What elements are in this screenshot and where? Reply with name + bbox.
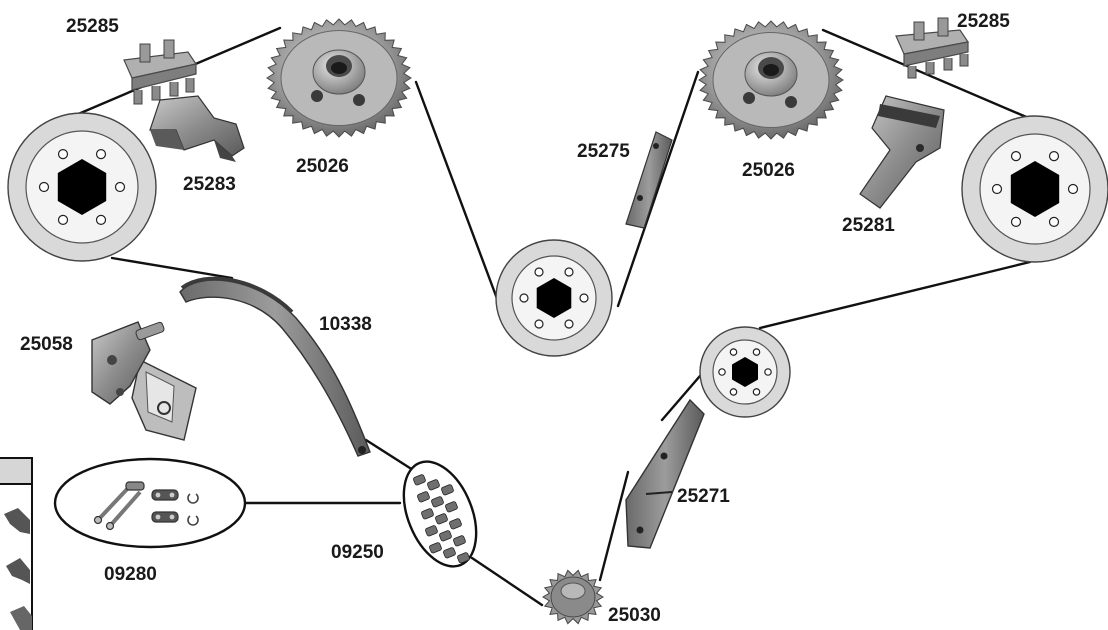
pulley-bolt-hole	[116, 183, 125, 192]
sprocket-hole	[311, 90, 323, 102]
pulley-bolt-hole	[59, 215, 68, 224]
label-chain: 09250	[331, 542, 384, 563]
pulley-bolt-hole	[565, 268, 573, 276]
pulley-bolt-hole	[1069, 185, 1078, 194]
chain-link-kit-detail	[55, 459, 245, 547]
chain-line	[472, 558, 542, 605]
pulley-bolt-hole	[719, 369, 725, 375]
chain-line	[366, 440, 413, 470]
pulley-bolt-hole	[40, 183, 49, 192]
sprocket-bore-inner	[763, 64, 779, 76]
label-crank-sprocket: 25030	[608, 605, 661, 626]
pulley-right	[962, 116, 1108, 262]
label-tensioner-arm-right: 25281	[842, 215, 895, 236]
pulley-bolt-hole	[1050, 217, 1059, 226]
timing-chain-detail	[390, 451, 491, 577]
chain-guide-upper-left	[150, 96, 244, 162]
guide-bracket-top-left	[124, 40, 196, 104]
pulley-bolt-hole	[1050, 152, 1059, 161]
chain-line	[600, 472, 628, 580]
pulley-bolt-hole	[97, 215, 106, 224]
chain-tensioner	[92, 322, 196, 440]
pulley-bolt-hole	[520, 294, 528, 302]
camshaft-sprocket-left	[267, 19, 411, 137]
pulley-bolt-hole	[535, 320, 543, 328]
label-rail-right: 25271	[677, 486, 730, 507]
sprocket-hole	[785, 96, 797, 108]
pulley-left	[8, 113, 156, 261]
chain-line	[760, 262, 1030, 328]
side-reference-panel	[0, 458, 32, 630]
chain-line	[618, 72, 698, 306]
label-guide-center-small: 25275	[577, 141, 630, 162]
pulley-bolt-hole	[535, 268, 543, 276]
pulley-bolt-hole	[97, 150, 106, 159]
pulley-bolt-hole	[753, 389, 759, 395]
label-sprocket-right: 25026	[742, 160, 795, 181]
sprocket-bore-inner	[331, 62, 347, 74]
pulley-bolt-hole	[753, 349, 759, 355]
pulley-bolt-hole	[993, 185, 1002, 194]
sprocket-hole	[353, 94, 365, 106]
pulley-small	[700, 327, 790, 417]
chain-line	[416, 82, 502, 312]
pulley-bolt-hole	[565, 320, 573, 328]
pulley-bolt-hole	[730, 389, 736, 395]
label-tensioner: 25058	[20, 334, 73, 355]
tensioner-arm-right	[860, 96, 944, 208]
label-rail-long-left: 10338	[319, 314, 372, 335]
label-bracket-top-right: 25285	[957, 11, 1010, 32]
label-bracket-top-left: 25285	[66, 16, 119, 37]
label-chain-link-kit: 09280	[104, 564, 157, 585]
pulley-bolt-hole	[1012, 217, 1021, 226]
pulley-bolt-hole	[580, 294, 588, 302]
chain-guide-small	[626, 132, 672, 228]
sprocket-hole	[743, 92, 755, 104]
pulley-bolt-hole	[765, 369, 771, 375]
pulley-center	[496, 240, 612, 356]
crank-sprocket	[543, 570, 603, 623]
chain-line	[112, 258, 232, 278]
chain-rail-long	[180, 279, 370, 456]
camshaft-sprocket-right	[699, 21, 843, 139]
pulley-bolt-hole	[1012, 152, 1021, 161]
pulley-bolt-hole	[59, 150, 68, 159]
chain-rail-right	[626, 400, 704, 548]
pulley-bolt-hole	[730, 349, 736, 355]
label-guide-top-left: 25283	[183, 174, 236, 195]
label-sprocket-left: 25026	[296, 156, 349, 177]
